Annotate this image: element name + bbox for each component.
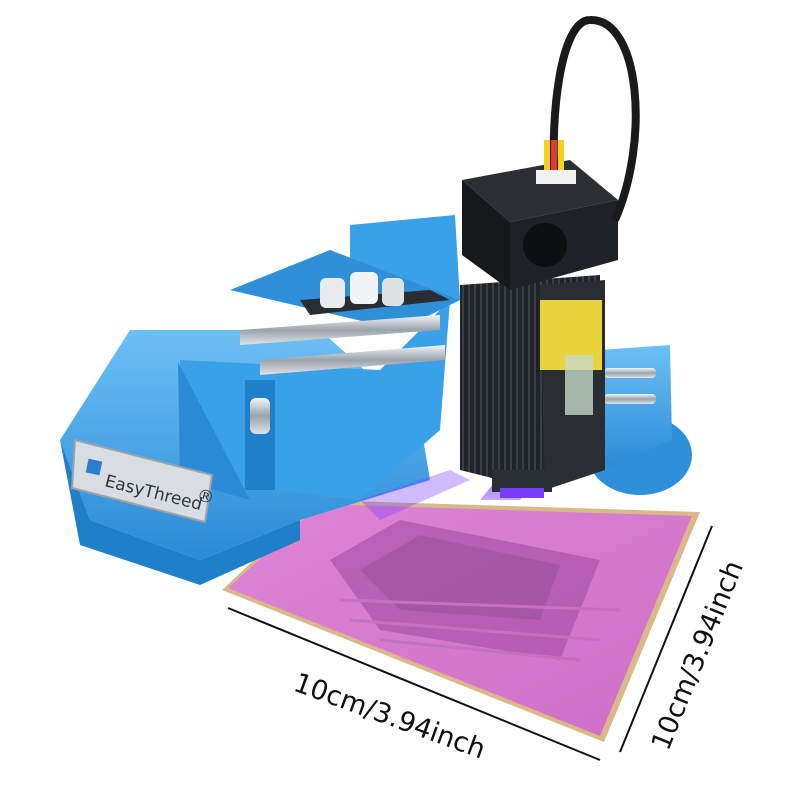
power-cable [549,15,640,222]
fan-icon [523,223,567,267]
laser-glow [360,470,470,520]
laser-module [460,275,605,498]
engraved-image [330,520,621,662]
lens-tip [500,488,544,498]
pulley-assembly [320,272,404,308]
brand-mark: ® [195,485,216,509]
bearing-wheel [250,398,270,434]
rail-rod-1 [240,315,440,345]
gantry-frame [178,300,450,500]
cable-connector [536,140,576,184]
brand-logo-icon [85,458,103,476]
rail-rod-2 [260,345,445,375]
info-sticker [565,355,593,415]
side-slot [245,380,275,490]
right-support [588,345,692,495]
lens-housing [492,470,552,492]
y-axis-rails [230,215,460,375]
cooling-fan [462,160,618,290]
engraving-material [222,500,700,742]
